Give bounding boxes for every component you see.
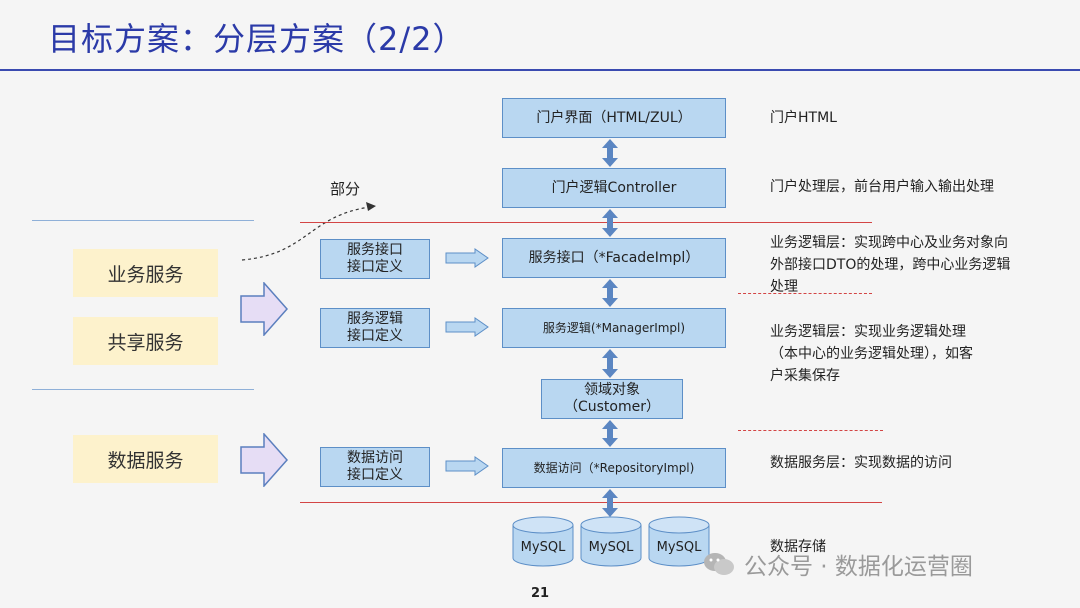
shared-service-box: 共享服务 <box>73 317 218 365</box>
def-box-line: 服务接口 <box>347 242 403 258</box>
note-portal-layer: 门户处理层，前台用户输入输出处理 <box>770 179 994 195</box>
repository-box: 数据访问（*RepositoryImpl) <box>502 448 726 488</box>
note-data-layer: 数据服务层：实现数据的访问 <box>770 455 952 471</box>
def-box-line: 接口定义 <box>347 467 403 483</box>
page-number: 21 <box>531 586 550 601</box>
partial-curve-arrow-icon <box>241 202 376 261</box>
double-arrow-icon <box>602 209 618 237</box>
double-arrow-icon <box>602 139 618 167</box>
data-access-def-box: 数据访问 接口定义 <box>320 447 430 487</box>
portal-logic-box: 门户逻辑Controller <box>502 168 726 208</box>
manager-box: 服务逻辑(*ManagerImpl) <box>502 308 726 348</box>
note-line: 业务逻辑层：实现跨中心及业务对象向 <box>770 235 1008 251</box>
right-arrow-icon <box>445 317 489 337</box>
note-biz-logic-2: 业务逻辑层：实现业务逻辑处理 （本中心的业务逻辑处理），如客 户采集保存 <box>770 321 973 387</box>
double-arrow-icon <box>602 420 618 447</box>
layer-separator-bottom <box>300 502 882 503</box>
wechat-icon <box>704 553 734 575</box>
database-icon: MySQL <box>512 516 574 567</box>
database-icon: MySQL <box>648 516 710 567</box>
def-box-line: 接口定义 <box>347 259 403 275</box>
service-divider-bottom <box>32 389 254 390</box>
database-icon: MySQL <box>580 516 642 567</box>
portal-ui-box: 门户界面（HTML/ZUL） <box>502 98 726 138</box>
def-box-line: 服务逻辑 <box>347 311 403 327</box>
domain-object-box: 领域对象 （Customer） <box>541 379 683 419</box>
data-service-box: 数据服务 <box>73 435 218 483</box>
double-arrow-icon <box>602 349 618 378</box>
title-divider <box>0 69 1080 71</box>
database-cylinders: MySQL MySQL MySQL <box>512 516 710 567</box>
double-arrow-icon <box>602 279 618 307</box>
service-divider-top <box>32 220 254 221</box>
facade-box: 服务接口（*FacadeImpl） <box>502 238 726 278</box>
note-line: 业务逻辑层：实现业务逻辑处理 <box>770 324 966 340</box>
note-biz-logic-1: 业务逻辑层：实现跨中心及业务对象向 外部接口DTO的处理，跨中心业务逻辑 处理 <box>770 232 1010 298</box>
note-line: 处理 <box>770 279 798 295</box>
double-arrow-icon <box>602 489 618 517</box>
db-label: MySQL <box>589 540 634 555</box>
domain-object-line: （Customer） <box>563 399 660 415</box>
partial-label: 部分 <box>330 180 361 198</box>
note-line: 户采集保存 <box>770 368 840 384</box>
db-label: MySQL <box>657 540 702 555</box>
page-title: 目标方案：分层方案（2/2） <box>48 20 466 58</box>
note-line: （本中心的业务逻辑处理），如客 <box>770 346 973 362</box>
db-label: MySQL <box>521 540 566 555</box>
service-interface-def-box: 服务接口 接口定义 <box>320 239 430 279</box>
note-separator-1 <box>738 293 872 294</box>
business-service-box: 业务服务 <box>73 249 218 297</box>
right-arrow-icon <box>445 248 489 268</box>
watermark-text: 公众号 · 数据化运营圈 <box>744 554 973 580</box>
note-storage: 数据存储 <box>770 539 826 555</box>
note-portal-html: 门户HTML <box>770 110 837 126</box>
domain-object-line: 领域对象 <box>584 382 640 398</box>
layer-separator-top <box>300 222 872 223</box>
def-box-line: 数据访问 <box>347 450 403 466</box>
def-box-line: 接口定义 <box>347 328 403 344</box>
watermark: 公众号 · 数据化运营圈 <box>702 547 973 581</box>
data-arrow-icon <box>240 433 288 487</box>
note-line: 外部接口DTO的处理，跨中心业务逻辑 <box>770 257 1011 273</box>
note-separator-2 <box>738 430 883 431</box>
right-arrow-icon <box>445 456 489 476</box>
service-logic-def-box: 服务逻辑 接口定义 <box>320 308 430 348</box>
service-arrow-icon <box>240 282 288 336</box>
